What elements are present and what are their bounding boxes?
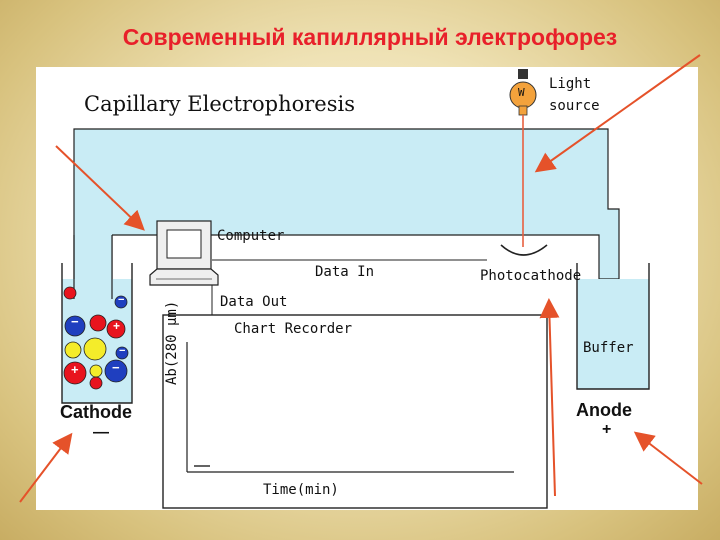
arrow-to-cathode xyxy=(19,432,73,503)
ion-particles xyxy=(63,286,129,390)
arrow-to-anode xyxy=(633,431,703,485)
light-source-label-line1: Light xyxy=(549,76,592,92)
ion-negative xyxy=(64,315,86,337)
arrow-to-light-beam xyxy=(534,54,701,173)
ion-sign: − xyxy=(71,314,79,329)
data-in-label: Data In xyxy=(315,264,375,280)
ion-sign: − xyxy=(119,345,126,357)
ion-neutral xyxy=(83,337,107,361)
ion-sign: + xyxy=(71,362,79,377)
bulb-mark: W xyxy=(518,86,525,99)
ion-negative xyxy=(104,359,128,383)
ion-positive xyxy=(106,319,126,339)
chart-recorder xyxy=(162,314,548,509)
diagram-panel: Capillary Electrophoresis Light source W… xyxy=(36,67,698,510)
ion-negative xyxy=(115,346,129,360)
anode-beaker xyxy=(576,263,650,390)
ion-positive xyxy=(89,376,103,390)
diagram-heading: Capillary Electrophoresis xyxy=(84,92,355,116)
ion-positive xyxy=(63,361,87,385)
buffer-label: Buffer xyxy=(583,340,634,356)
light-source-label-line2: source xyxy=(549,98,600,114)
ion-sign: − xyxy=(112,360,120,375)
diagram-drawing xyxy=(61,69,650,509)
ion-neutral xyxy=(64,341,82,359)
photocathode-label: Photocathode xyxy=(480,268,582,284)
ion-sign: + xyxy=(113,319,121,333)
light-bulb-icon xyxy=(509,69,537,116)
slide-title: Современный капиллярный электрофорез xyxy=(122,24,618,50)
ion-positive xyxy=(63,286,77,300)
x-axis-label: Time(min) xyxy=(263,482,339,498)
anode-label: Anode xyxy=(576,400,632,420)
anode-sign: + xyxy=(602,421,612,438)
computer-icon xyxy=(149,220,219,286)
arrow-to-computer xyxy=(55,145,145,231)
data-out-label: Data Out xyxy=(220,294,288,310)
computer-label: Computer xyxy=(217,228,285,244)
arrow-to-photocathode xyxy=(539,298,560,497)
ion-sign: − xyxy=(118,294,125,306)
ion-negative xyxy=(114,295,128,309)
chart-recorder-label: Chart Recorder xyxy=(234,321,353,337)
ion-positive xyxy=(89,314,107,332)
photocathode-icon xyxy=(500,244,548,256)
cathode-sign: — xyxy=(93,424,109,441)
cathode-label: Cathode xyxy=(60,402,132,422)
